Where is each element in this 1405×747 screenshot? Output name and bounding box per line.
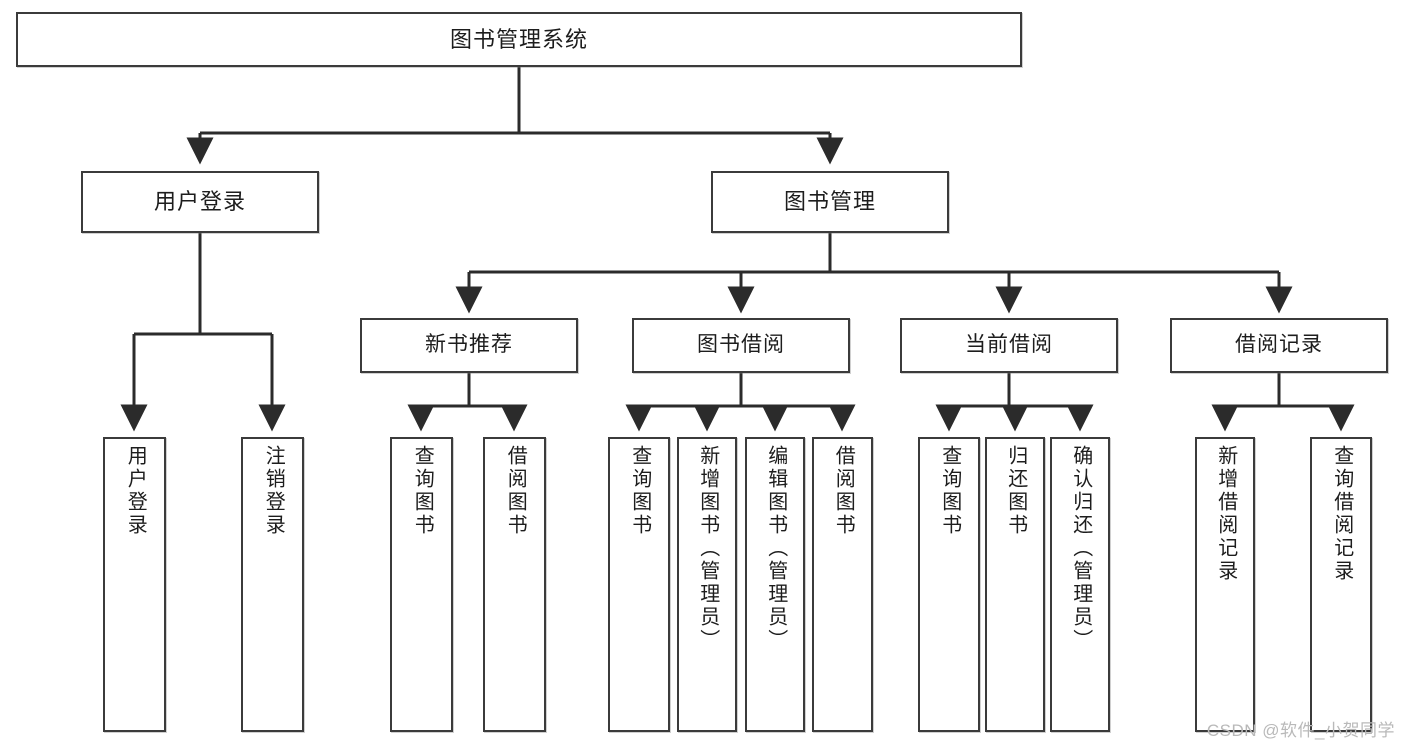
leaf-new-book-borrow-label: 借阅图书 (504, 445, 527, 537)
leaf-borrow-record-query-label: 查询借阅记录 (1330, 445, 1353, 583)
leaf-current-borrow-return[interactable]: 归还图书 (985, 437, 1045, 732)
leaf-book-borrow-add-label: 新增图书（管理员） (696, 445, 719, 652)
leaf-new-book-query-label: 查询图书 (411, 445, 434, 537)
leaf-book-borrow-query-label: 查询图书 (628, 445, 651, 537)
leaf-book-borrow-query[interactable]: 查询图书 (608, 437, 670, 732)
leaf-borrow-record-add-label: 新增借阅记录 (1214, 445, 1237, 583)
node-borrow-record[interactable]: 借阅记录 (1170, 318, 1388, 373)
node-user-login-label: 用户登录 (153, 189, 246, 215)
leaf-user-login-logout[interactable]: 注销登录 (241, 437, 304, 732)
node-current-borrow-label: 当前借阅 (965, 333, 1053, 357)
leaf-user-login-login[interactable]: 用户登录 (103, 437, 166, 732)
leaf-new-book-query[interactable]: 查询图书 (390, 437, 453, 732)
node-book-borrow-label: 图书借阅 (697, 333, 785, 357)
node-new-book-recommend-label: 新书推荐 (425, 333, 513, 357)
leaf-book-borrow-edit-label: 编辑图书（管理员） (764, 445, 787, 652)
node-root-book-management-system[interactable]: 图书管理系统 (16, 12, 1022, 67)
leaf-book-borrow-borrow-label: 借阅图书 (832, 445, 855, 537)
leaf-current-borrow-confirm-return-label: 确认归还（管理员） (1069, 445, 1092, 652)
leaf-book-borrow-edit[interactable]: 编辑图书（管理员） (745, 437, 805, 732)
node-borrow-record-label: 借阅记录 (1235, 333, 1323, 357)
leaf-current-borrow-return-label: 归还图书 (1004, 445, 1027, 537)
leaf-user-login-logout-label: 注销登录 (262, 445, 285, 537)
csdn-watermark: CSDN @软件_小贺同学 (1206, 721, 1395, 740)
node-book-management-label: 图书管理 (783, 189, 876, 215)
leaf-book-borrow-borrow[interactable]: 借阅图书 (812, 437, 873, 732)
node-user-login[interactable]: 用户登录 (81, 171, 319, 233)
leaf-borrow-record-add[interactable]: 新增借阅记录 (1195, 437, 1255, 732)
node-new-book-recommend[interactable]: 新书推荐 (360, 318, 578, 373)
leaf-user-login-login-label: 用户登录 (124, 445, 147, 537)
leaf-borrow-record-query[interactable]: 查询借阅记录 (1310, 437, 1372, 732)
leaf-new-book-borrow[interactable]: 借阅图书 (483, 437, 546, 732)
leaf-current-borrow-confirm-return[interactable]: 确认归还（管理员） (1050, 437, 1110, 732)
node-root-label: 图书管理系统 (449, 26, 588, 52)
node-book-management[interactable]: 图书管理 (711, 171, 949, 233)
node-book-borrow[interactable]: 图书借阅 (632, 318, 850, 373)
leaf-book-borrow-add[interactable]: 新增图书（管理员） (677, 437, 737, 732)
node-current-borrow[interactable]: 当前借阅 (900, 318, 1118, 373)
leaf-current-borrow-query-label: 查询图书 (938, 445, 961, 537)
leaf-current-borrow-query[interactable]: 查询图书 (918, 437, 980, 732)
